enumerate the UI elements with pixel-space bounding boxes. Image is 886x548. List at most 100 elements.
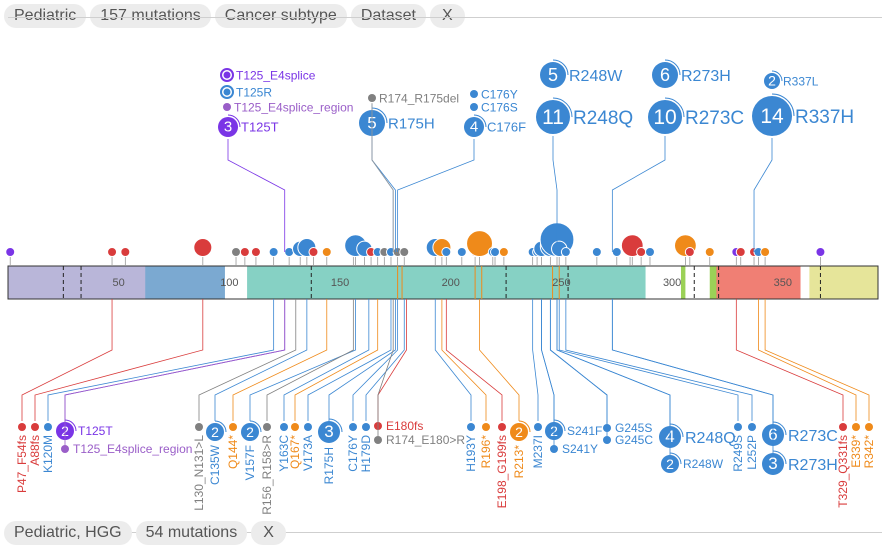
below-disc-2[interactable]	[44, 423, 52, 431]
above-disc-10[interactable]	[536, 100, 570, 134]
track-disc-7[interactable]	[268, 247, 279, 257]
above-label-2: T125_E4splice_region	[234, 100, 353, 114]
above-disc-8[interactable]	[464, 117, 484, 137]
track-disc-38[interactable]	[591, 247, 602, 257]
below-disc-4[interactable]	[61, 445, 69, 453]
below-disc-13[interactable]	[318, 421, 340, 443]
track-disc-2[interactable]	[120, 247, 131, 257]
track-disc-11[interactable]	[308, 247, 319, 257]
below-disc-19[interactable]	[482, 423, 490, 431]
below-disc-34[interactable]	[852, 423, 860, 431]
track-disc-1[interactable]	[107, 247, 118, 257]
track-disc-43[interactable]	[644, 247, 655, 257]
below-disc-ring-32	[772, 450, 787, 465]
protein-domain-7	[709, 266, 719, 299]
track-disc-27[interactable]	[466, 230, 493, 258]
track-disc-46[interactable]	[704, 247, 715, 257]
track-disc-24[interactable]	[441, 247, 452, 257]
track-disc-45[interactable]	[684, 247, 695, 257]
chip-mutation-count[interactable]: 157 mutations	[90, 4, 211, 28]
below-disc-5[interactable]	[195, 423, 203, 431]
track-disc-30[interactable]	[498, 247, 509, 257]
below-leader-1	[34, 299, 204, 421]
track-disc-37[interactable]	[560, 247, 571, 257]
below-leader-14	[352, 299, 399, 421]
above-disc-13[interactable]	[764, 73, 780, 89]
above-disc-6[interactable]	[470, 90, 478, 98]
below-disc-12[interactable]	[304, 423, 312, 431]
above-disc-3[interactable]	[218, 117, 238, 137]
above-disc-9[interactable]	[540, 62, 566, 88]
below-leader-30	[565, 299, 753, 421]
track-disc-39[interactable]	[611, 247, 622, 257]
track-disc-25[interactable]	[456, 247, 467, 257]
chip-dataset[interactable]: Dataset	[350, 4, 426, 28]
track-disc-21[interactable]	[399, 247, 410, 257]
protein-domain-9	[800, 266, 812, 299]
below-disc-24[interactable]	[550, 445, 558, 453]
above-disc-ring-3	[227, 114, 241, 128]
below-disc-22[interactable]	[534, 423, 542, 431]
above-label-0: T125_E4splice	[236, 68, 316, 82]
track-disc-0[interactable]	[5, 247, 16, 257]
chip-bottom-mutation-count[interactable]: 54 mutations	[135, 521, 248, 545]
below-disc-7[interactable]	[229, 423, 237, 431]
axis-tick-label-4: 250	[552, 277, 570, 289]
below-disc-18[interactable]	[467, 423, 475, 431]
track-disc-12[interactable]	[321, 247, 332, 257]
below-disc-15[interactable]	[362, 423, 370, 431]
below-disc-10[interactable]	[280, 423, 288, 431]
below-leader-11	[294, 299, 379, 421]
below-disc-35[interactable]	[865, 423, 873, 431]
below-label-8: V157F	[243, 445, 257, 480]
above-disc-7[interactable]	[470, 103, 478, 111]
below-disc-20[interactable]	[498, 423, 506, 431]
chip-cancer-subtype[interactable]: Cancer subtype	[214, 4, 347, 28]
track-disc-52[interactable]	[815, 247, 826, 257]
track-disc-6[interactable]	[250, 247, 261, 257]
below-leader-31	[611, 299, 774, 431]
below-label-33: T329_Q331fs	[836, 435, 850, 508]
below-disc-21[interactable]	[510, 423, 528, 441]
above-disc-2[interactable]	[223, 103, 231, 111]
below-disc-32[interactable]	[762, 453, 784, 475]
below-disc-8[interactable]	[241, 423, 259, 441]
below-label-3: T125T	[78, 424, 113, 438]
below-label-4: T125_E4splice_region	[73, 442, 192, 456]
below-disc-6[interactable]	[206, 423, 224, 441]
track-disc-3[interactable]	[193, 237, 213, 258]
bottom-close-button[interactable]: X	[251, 521, 286, 545]
top-close-button[interactable]: X	[429, 4, 465, 28]
below-disc-29[interactable]	[734, 423, 742, 431]
track-disc-48[interactable]	[735, 247, 746, 257]
below-disc-0[interactable]	[18, 423, 26, 431]
below-disc-30[interactable]	[748, 423, 756, 431]
below-label-6: C135W	[208, 444, 222, 485]
track-disc-5[interactable]	[239, 247, 250, 257]
below-leader-15	[365, 299, 405, 421]
below-disc-9[interactable]	[263, 423, 271, 431]
below-disc-11[interactable]	[291, 423, 299, 431]
below-disc-26[interactable]	[603, 436, 611, 444]
track-disc-51[interactable]	[760, 247, 771, 257]
below-disc-1[interactable]	[31, 423, 39, 431]
track-disc-4[interactable]	[231, 247, 242, 257]
above-disc-11[interactable]	[652, 62, 678, 88]
below-count-21: 2	[515, 424, 523, 440]
above-label-9: R248W	[569, 68, 623, 85]
below-label-12: V173A	[301, 435, 315, 471]
track-disc-29[interactable]	[490, 247, 501, 257]
chip-pediatric[interactable]: Pediatric	[4, 4, 87, 28]
axis-tick-label-1: 100	[220, 277, 238, 289]
below-disc-28[interactable]	[661, 455, 679, 473]
above-disc-12[interactable]	[648, 100, 682, 134]
below-disc-17[interactable]	[374, 436, 382, 444]
below-label-11: Q167*	[288, 435, 302, 469]
below-leader-33	[735, 299, 844, 421]
above-disc-14[interactable]	[752, 96, 792, 136]
below-disc-14[interactable]	[349, 423, 357, 431]
chip-pediatric-hgg[interactable]: Pediatric, HGG	[4, 521, 132, 545]
below-disc-33[interactable]	[839, 423, 847, 431]
track-disc-42[interactable]	[636, 247, 647, 257]
above-disc-4[interactable]	[368, 94, 376, 102]
